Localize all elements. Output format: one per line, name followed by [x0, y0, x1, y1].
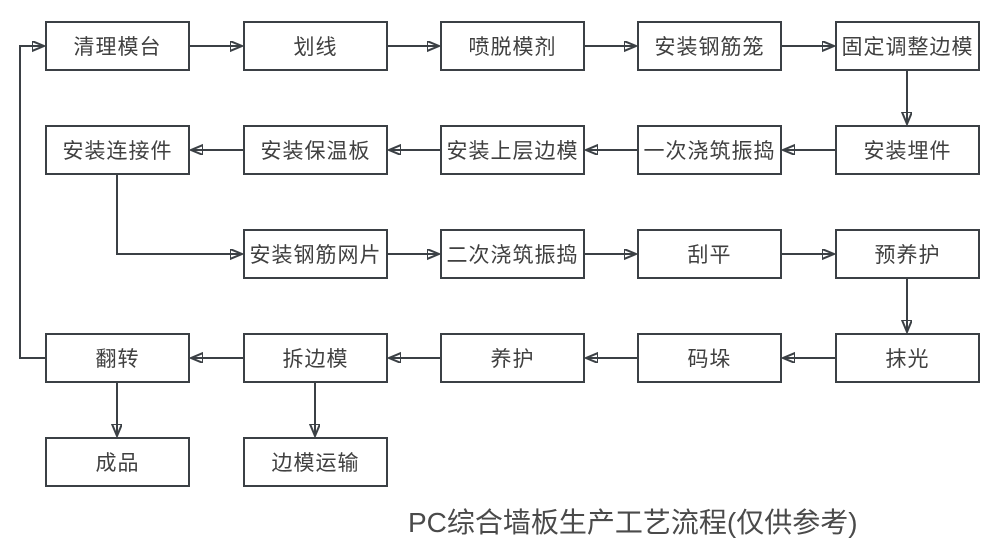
arrow-flip-to-clean-mold-table — [19, 46, 45, 359]
diagram-caption: PC综合墙板生产工艺流程(仅供参考) — [408, 507, 858, 538]
process-node-stacking: 码垛 — [637, 333, 782, 383]
process-node-side-form-transport: 边模运输 — [243, 437, 388, 487]
process-node-install-insulation-board: 安装保温板 — [243, 125, 388, 175]
process-node-second-pour-vibrate: 二次浇筑振捣 — [440, 229, 585, 279]
process-node-fix-adjust-side-form: 固定调整边模 — [835, 21, 980, 71]
process-node-flip: 翻转 — [45, 333, 190, 383]
process-node-install-rebar-mesh: 安装钢筋网片 — [243, 229, 388, 279]
process-node-install-connectors: 安装连接件 — [45, 125, 190, 175]
process-node-pre-curing: 预养护 — [835, 229, 980, 279]
process-node-scribing: 划线 — [243, 21, 388, 71]
process-node-finished-product: 成品 — [45, 437, 190, 487]
process-node-clean-mold-table: 清理模台 — [45, 21, 190, 71]
process-node-troweling: 抹光 — [835, 333, 980, 383]
process-node-install-upper-side-form: 安装上层边模 — [440, 125, 585, 175]
arrow-install-connectors-to-install-rebar-mesh — [116, 175, 242, 254]
process-node-first-pour-vibrate: 一次浇筑振捣 — [637, 125, 782, 175]
process-node-install-rebar-cage: 安装钢筋笼 — [637, 21, 782, 71]
process-node-spray-release-agent: 喷脱模剂 — [440, 21, 585, 71]
process-node-curing: 养护 — [440, 333, 585, 383]
process-node-install-embedded-parts: 安装埋件 — [835, 125, 980, 175]
process-node-remove-side-form: 拆边模 — [243, 333, 388, 383]
process-node-screeding: 刮平 — [637, 229, 782, 279]
